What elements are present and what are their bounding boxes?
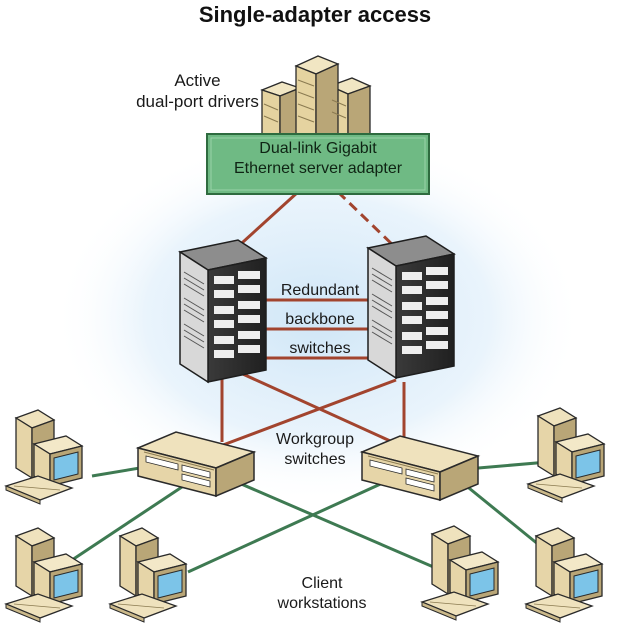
workgroup-line-2: switches [284,451,346,468]
backbone-links [214,190,411,456]
active-drivers-label: Active dual-port drivers [120,70,275,113]
clients-line-2: workstations [277,595,367,612]
workstation-bottom-left [5,527,83,623]
clients-line-1: Client [301,575,343,592]
workstation-bottom-right [525,527,603,623]
workstation-bottom-center-right [421,525,499,621]
backbone-switches-label: Redundant backbone switches [266,276,374,363]
backbone-switch-left [179,239,267,383]
adapter-line-2: Ethernet server adapter [233,160,403,177]
backbone-switch-right [367,235,455,379]
backbone-line-1: Redundant [280,282,360,299]
workstation-top-right [527,407,605,503]
client-workstations-label: Client workstations [262,574,382,614]
server-adapter-box [206,133,430,195]
active-drivers-line-1: Active [174,71,221,90]
active-drivers-line-2: dual-port drivers [136,92,259,112]
backbone-line-2: backbone [285,311,355,328]
workgroup-line-1: Workgroup [276,431,354,448]
workstation-bottom-center-left [109,527,187,623]
workgroup-switches-label: Workgroup switches [256,430,374,470]
backbone-line-3: switches [289,340,351,357]
diagram-title: Single-adapter access [198,2,432,27]
adapter-line-1: Dual-link Gigabit [259,140,377,157]
adapter-label: Dual-link Gigabit Ethernet server adapte… [207,139,429,179]
background-halo [53,133,583,503]
workstation-top-left [5,409,83,505]
